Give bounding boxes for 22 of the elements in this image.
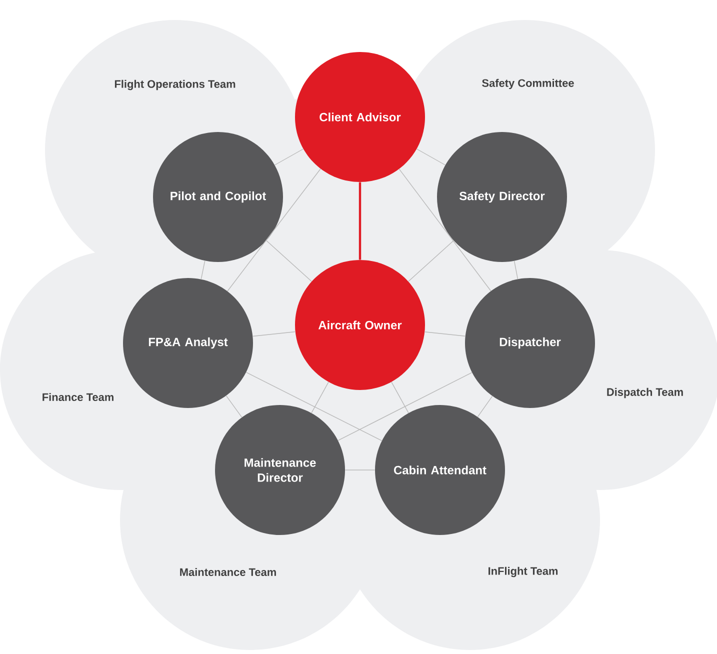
connector-line bbox=[424, 332, 466, 336]
connector-line bbox=[514, 260, 518, 280]
connector-line bbox=[311, 382, 329, 414]
connector-line bbox=[266, 240, 312, 282]
team-label: Dispatch Team bbox=[607, 388, 683, 398]
team-label: Safety Committee bbox=[482, 78, 574, 90]
connector-line bbox=[226, 395, 242, 418]
connector-line bbox=[227, 168, 321, 292]
connector-line bbox=[391, 382, 409, 414]
connector-line bbox=[358, 182, 362, 260]
connector-line bbox=[477, 396, 493, 418]
team-label: InFlight Team bbox=[488, 566, 558, 578]
connector-line bbox=[274, 148, 304, 166]
connector-line bbox=[338, 372, 472, 441]
connector-line bbox=[246, 372, 382, 441]
connector-line bbox=[416, 148, 446, 166]
team-label: Maintenance Team bbox=[180, 568, 276, 576]
connector-line bbox=[398, 168, 492, 292]
connector-line bbox=[200, 260, 206, 280]
team-label: Flight Operations Team bbox=[114, 80, 236, 90]
connector-line bbox=[408, 240, 454, 282]
connector-line bbox=[252, 331, 296, 337]
